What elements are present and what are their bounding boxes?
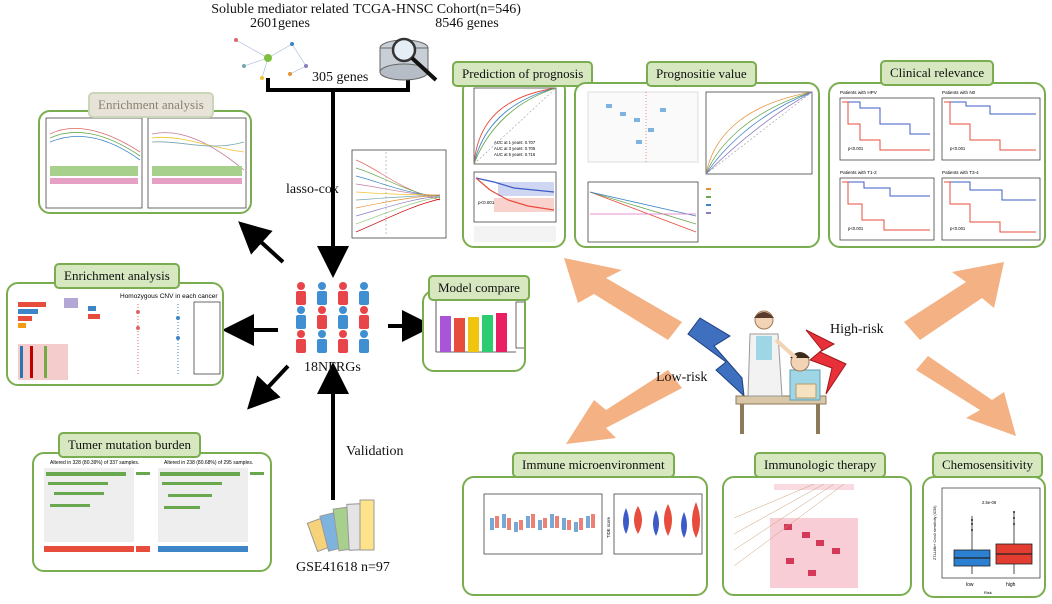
- high-risk-label: High-risk: [830, 322, 884, 337]
- auc-1yr: AUC at 1 years: 0.707: [494, 140, 536, 145]
- chemo-p: 2.5e-06: [982, 500, 997, 505]
- km-p3: p<0.001: [848, 226, 864, 231]
- km-hpv-title: Patients with HPV: [840, 90, 878, 95]
- km-p2: p<0.001: [950, 146, 966, 151]
- clinical-panel: Patients with HPV Patients with N0 Patie…: [828, 82, 1046, 248]
- center-genes-label: 18NFRGs: [304, 360, 361, 375]
- auc-3yr: AUC at 3 years: 0.705: [494, 146, 536, 151]
- tmb-tag: Tumer mutation burden: [58, 432, 202, 458]
- high-risk-bolt: [805, 329, 847, 395]
- database-icon: [379, 37, 438, 82]
- enrichment-mid-panel: Homozygous CNV in each cancer: [6, 282, 224, 386]
- orange-arrows: [564, 258, 1016, 444]
- km-n-title: Patients with N0: [942, 90, 976, 95]
- tcga-label: TCGA-HNSC Cohort(n=546) 8546 genes: [353, 2, 521, 31]
- km-p4: p<0.001: [950, 226, 966, 231]
- arrow-to-tmb: [247, 364, 290, 410]
- arrow-up-left: [564, 258, 682, 340]
- enrichment-top-tag: Enrichment analysis: [88, 92, 214, 118]
- low-risk-label: Low-risk: [656, 370, 708, 385]
- chemo-x1: low: [966, 582, 974, 588]
- km-t2-title: Patients with T3-4: [942, 170, 979, 175]
- immune-panel: TIDE score: [462, 476, 708, 596]
- enrichment-mid-tag: Enrichment analysis: [54, 263, 180, 289]
- chemo-tag: Chemosensitivity: [932, 452, 1043, 478]
- tmb-a-caption: Altered in 328 (80.39%) of 337 samples.: [50, 460, 139, 466]
- cnv-title: Homozygous CNV in each cancer: [120, 293, 218, 300]
- immunologic-panel: [722, 476, 912, 596]
- tmb-panel: Altered in 328 (80.39%) of 337 samples. …: [32, 452, 272, 572]
- chemo-xlabel: Risk: [984, 590, 992, 595]
- patient-illustration: [730, 300, 830, 440]
- prediction-tag: Prediction of prognosis: [452, 61, 594, 87]
- arrow-to-enrichment-top: [238, 221, 285, 264]
- geo-label: GSE41618 n=97: [296, 560, 390, 575]
- immune-ylabel: TIDE score: [606, 516, 611, 538]
- validation-label: Validation: [346, 444, 404, 459]
- merge-genes-label: 305 genes: [312, 70, 369, 85]
- lasso-cox-label: lasso-cox: [286, 182, 339, 197]
- prediction-panel: AUC at 1 years: 0.707 AUC at 3 years: 0.…: [462, 78, 566, 248]
- network-graph: [234, 38, 308, 80]
- geo-stack-icon: [306, 499, 375, 553]
- soluble-label: Soluble mediator related 2601genes: [211, 2, 349, 31]
- immune-tag: Immune microenvironment: [512, 452, 675, 478]
- chemo-ylabel: ZT-LLMb+ Cmx3 sensitivity (IC50): [933, 506, 937, 560]
- model-compare-tag: Model compare: [428, 275, 530, 301]
- arrow-down-right: [916, 356, 1016, 436]
- auc-5yr: AUC at 5 years: 0.716: [494, 152, 536, 157]
- p-pred: p<0.001: [478, 200, 495, 205]
- prognostic-panel: [574, 82, 820, 248]
- people-group-icon: [292, 280, 382, 356]
- arrow-up-right: [904, 262, 1004, 340]
- chemo-panel: ZT-LLMb+ Cmx3 sensitivity (IC50) 2.5e-06…: [922, 476, 1046, 598]
- km-t-title: Patients with T1-2: [840, 170, 877, 175]
- prognostic-tag: Prognositie value: [646, 61, 757, 87]
- model-compare-panel: [422, 290, 526, 372]
- clinical-tag: Clinical relevance: [880, 60, 995, 86]
- lasso-plot: [351, 149, 447, 239]
- km-p1: p<0.001: [848, 146, 864, 151]
- chemo-x2: high: [1006, 582, 1016, 588]
- immunologic-tag: Immunologic therapy: [754, 452, 887, 478]
- arrow-down-left: [566, 370, 682, 444]
- tmb-b-caption: Altered in 238 (80.68%) of 295 samples.: [164, 460, 253, 466]
- enrichment-top-panel: [38, 110, 252, 214]
